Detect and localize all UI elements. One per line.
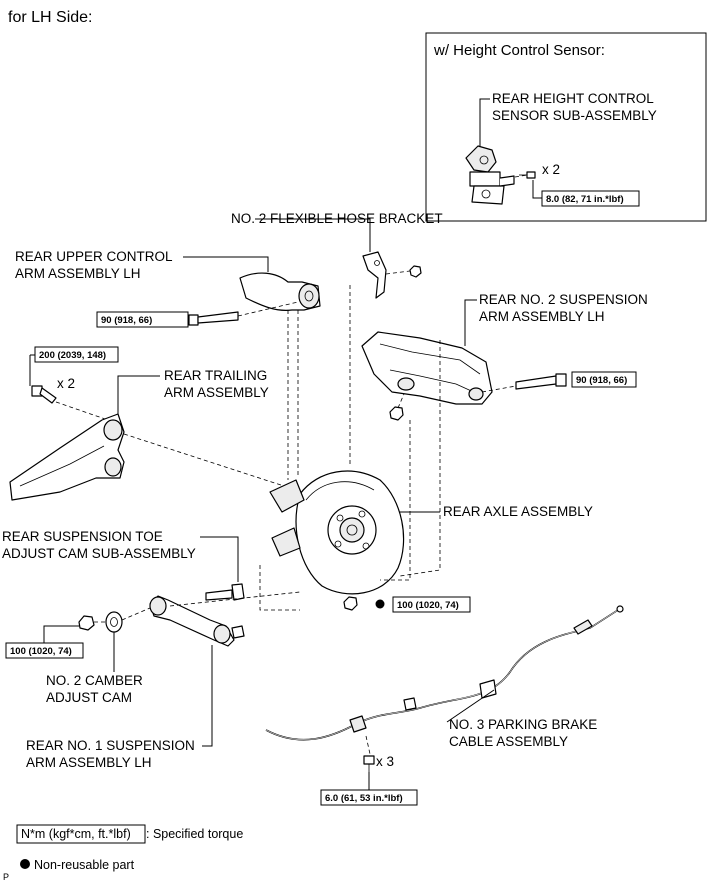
axle-torque-box <box>392 596 471 613</box>
camber-torque-value: 100 (1020, 74) <box>10 646 72 657</box>
height-sensor-part <box>465 145 515 205</box>
cable-label-line1: NO. 3 PARKING BRAKE <box>449 717 597 732</box>
cable-label-line2: CABLE ASSEMBLY <box>449 734 568 749</box>
no1-arm-label-line2: ARM ASSEMBLY LH <box>26 755 152 770</box>
legend-nonreusable-text: Non-reusable part <box>34 858 135 872</box>
cable-torque-box <box>320 789 418 806</box>
trailing-arm-bolt <box>31 385 57 404</box>
sensor-torque-box <box>541 190 640 207</box>
no2-arm-label-line1: REAR NO. 2 SUSPENSION <box>479 292 648 307</box>
toe-cam-label-line1: REAR SUSPENSION TOE <box>2 529 163 544</box>
sensor-label-line1: REAR HEIGHT CONTROL <box>492 91 654 106</box>
camber-cam-nut <box>78 615 95 631</box>
upper-arm-label-line2: ARM ASSEMBLY LH <box>15 266 141 281</box>
camber-cam-washer <box>105 611 123 633</box>
legend-torque-key-box <box>16 824 146 844</box>
upper-arm-label-line1: REAR UPPER CONTROL <box>15 249 173 264</box>
parking-brake-cable-part <box>265 605 624 741</box>
inset-title: w/ Height Control Sensor: <box>433 42 605 59</box>
camber-cam-label-line2: ADJUST CAM <box>46 690 132 705</box>
legend-torque-key: N*m (kgf*cm, ft.*lbf) <box>21 827 131 841</box>
camber-torque-box <box>5 642 84 659</box>
no2-arm-label-line2: ARM ASSEMBLY LH <box>479 309 605 324</box>
toe-cam-leader <box>200 536 239 582</box>
hose-bracket-part <box>362 251 387 299</box>
trailing-arm-label-line1: REAR TRAILING <box>164 368 267 383</box>
sensor-torque-value: 8.0 (82, 71 in.*lbf) <box>546 194 624 205</box>
sensor-leader <box>479 98 490 148</box>
cable-bolt <box>363 755 375 772</box>
upper-arm-bolt <box>188 311 239 326</box>
no2-arm-torque-box <box>571 371 637 388</box>
sensor-bolt <box>519 171 536 179</box>
hose-bracket-nut <box>409 265 422 278</box>
no1-arm-leader <box>202 645 213 747</box>
axle-label: REAR AXLE ASSEMBLY <box>443 504 593 519</box>
sensor-label-line2: SENSOR SUB-ASSEMBLY <box>492 108 657 123</box>
non-reusable-mark-axle <box>375 599 385 609</box>
sensor-torque-leader <box>532 180 542 199</box>
upper-arm-torque-box <box>96 311 189 328</box>
rear-axle-part <box>269 470 405 595</box>
page-title: for LH Side: <box>8 9 92 26</box>
inset-frame <box>425 32 707 222</box>
axle-nut <box>343 596 358 611</box>
upper-arm-leader <box>183 256 269 272</box>
no1-suspension-arm-part <box>149 595 245 647</box>
legend: N*m (kgf*cm, ft.*lbf) : Specified torque… <box>3 824 243 882</box>
cable-bolt-qty: x 3 <box>376 754 394 769</box>
hose-bracket-leader <box>255 218 371 252</box>
cable-torque-value: 6.0 (61, 53 in.*lbf) <box>325 793 403 804</box>
trailing-arm-part <box>9 413 125 501</box>
cable-leader <box>446 689 495 723</box>
trailing-torque-value: 200 (2039, 148) <box>39 350 106 361</box>
camber-torque-leader <box>43 625 79 643</box>
footer-code: P <box>3 872 9 882</box>
legend-torque-desc: : Specified torque <box>146 827 243 841</box>
no2-arm-bolt <box>515 373 567 390</box>
upper-arm-torque-value: 90 (918, 66) <box>101 315 152 326</box>
no2-suspension-arm-part <box>361 331 493 405</box>
trailing-arm-leader <box>117 375 160 418</box>
height-sensor-inset: w/ Height Control Sensor: REAR HEIGHT CO… <box>425 32 707 222</box>
camber-cam-label-line1: NO. 2 CAMBER <box>46 673 143 688</box>
sensor-bolt-qty: x 2 <box>542 162 560 177</box>
upper-control-arm-part <box>239 272 321 311</box>
toe-cam-bolt <box>205 583 245 601</box>
trailing-arm-label-line2: ARM ASSEMBLY <box>164 385 269 400</box>
trailing-bolt-qty: x 2 <box>57 376 75 391</box>
toe-cam-label-line2: ADJUST CAM SUB-ASSEMBLY <box>2 546 196 561</box>
no1-arm-label-line1: REAR NO. 1 SUSPENSION <box>26 738 195 753</box>
axle-torque-value: 100 (1020, 74) <box>397 600 459 611</box>
no2-arm-torque-value: 90 (918, 66) <box>576 375 627 386</box>
no2-arm-leader <box>464 299 477 346</box>
legend-nonreusable-dot <box>20 859 30 869</box>
no2-arm-nut <box>389 406 404 421</box>
